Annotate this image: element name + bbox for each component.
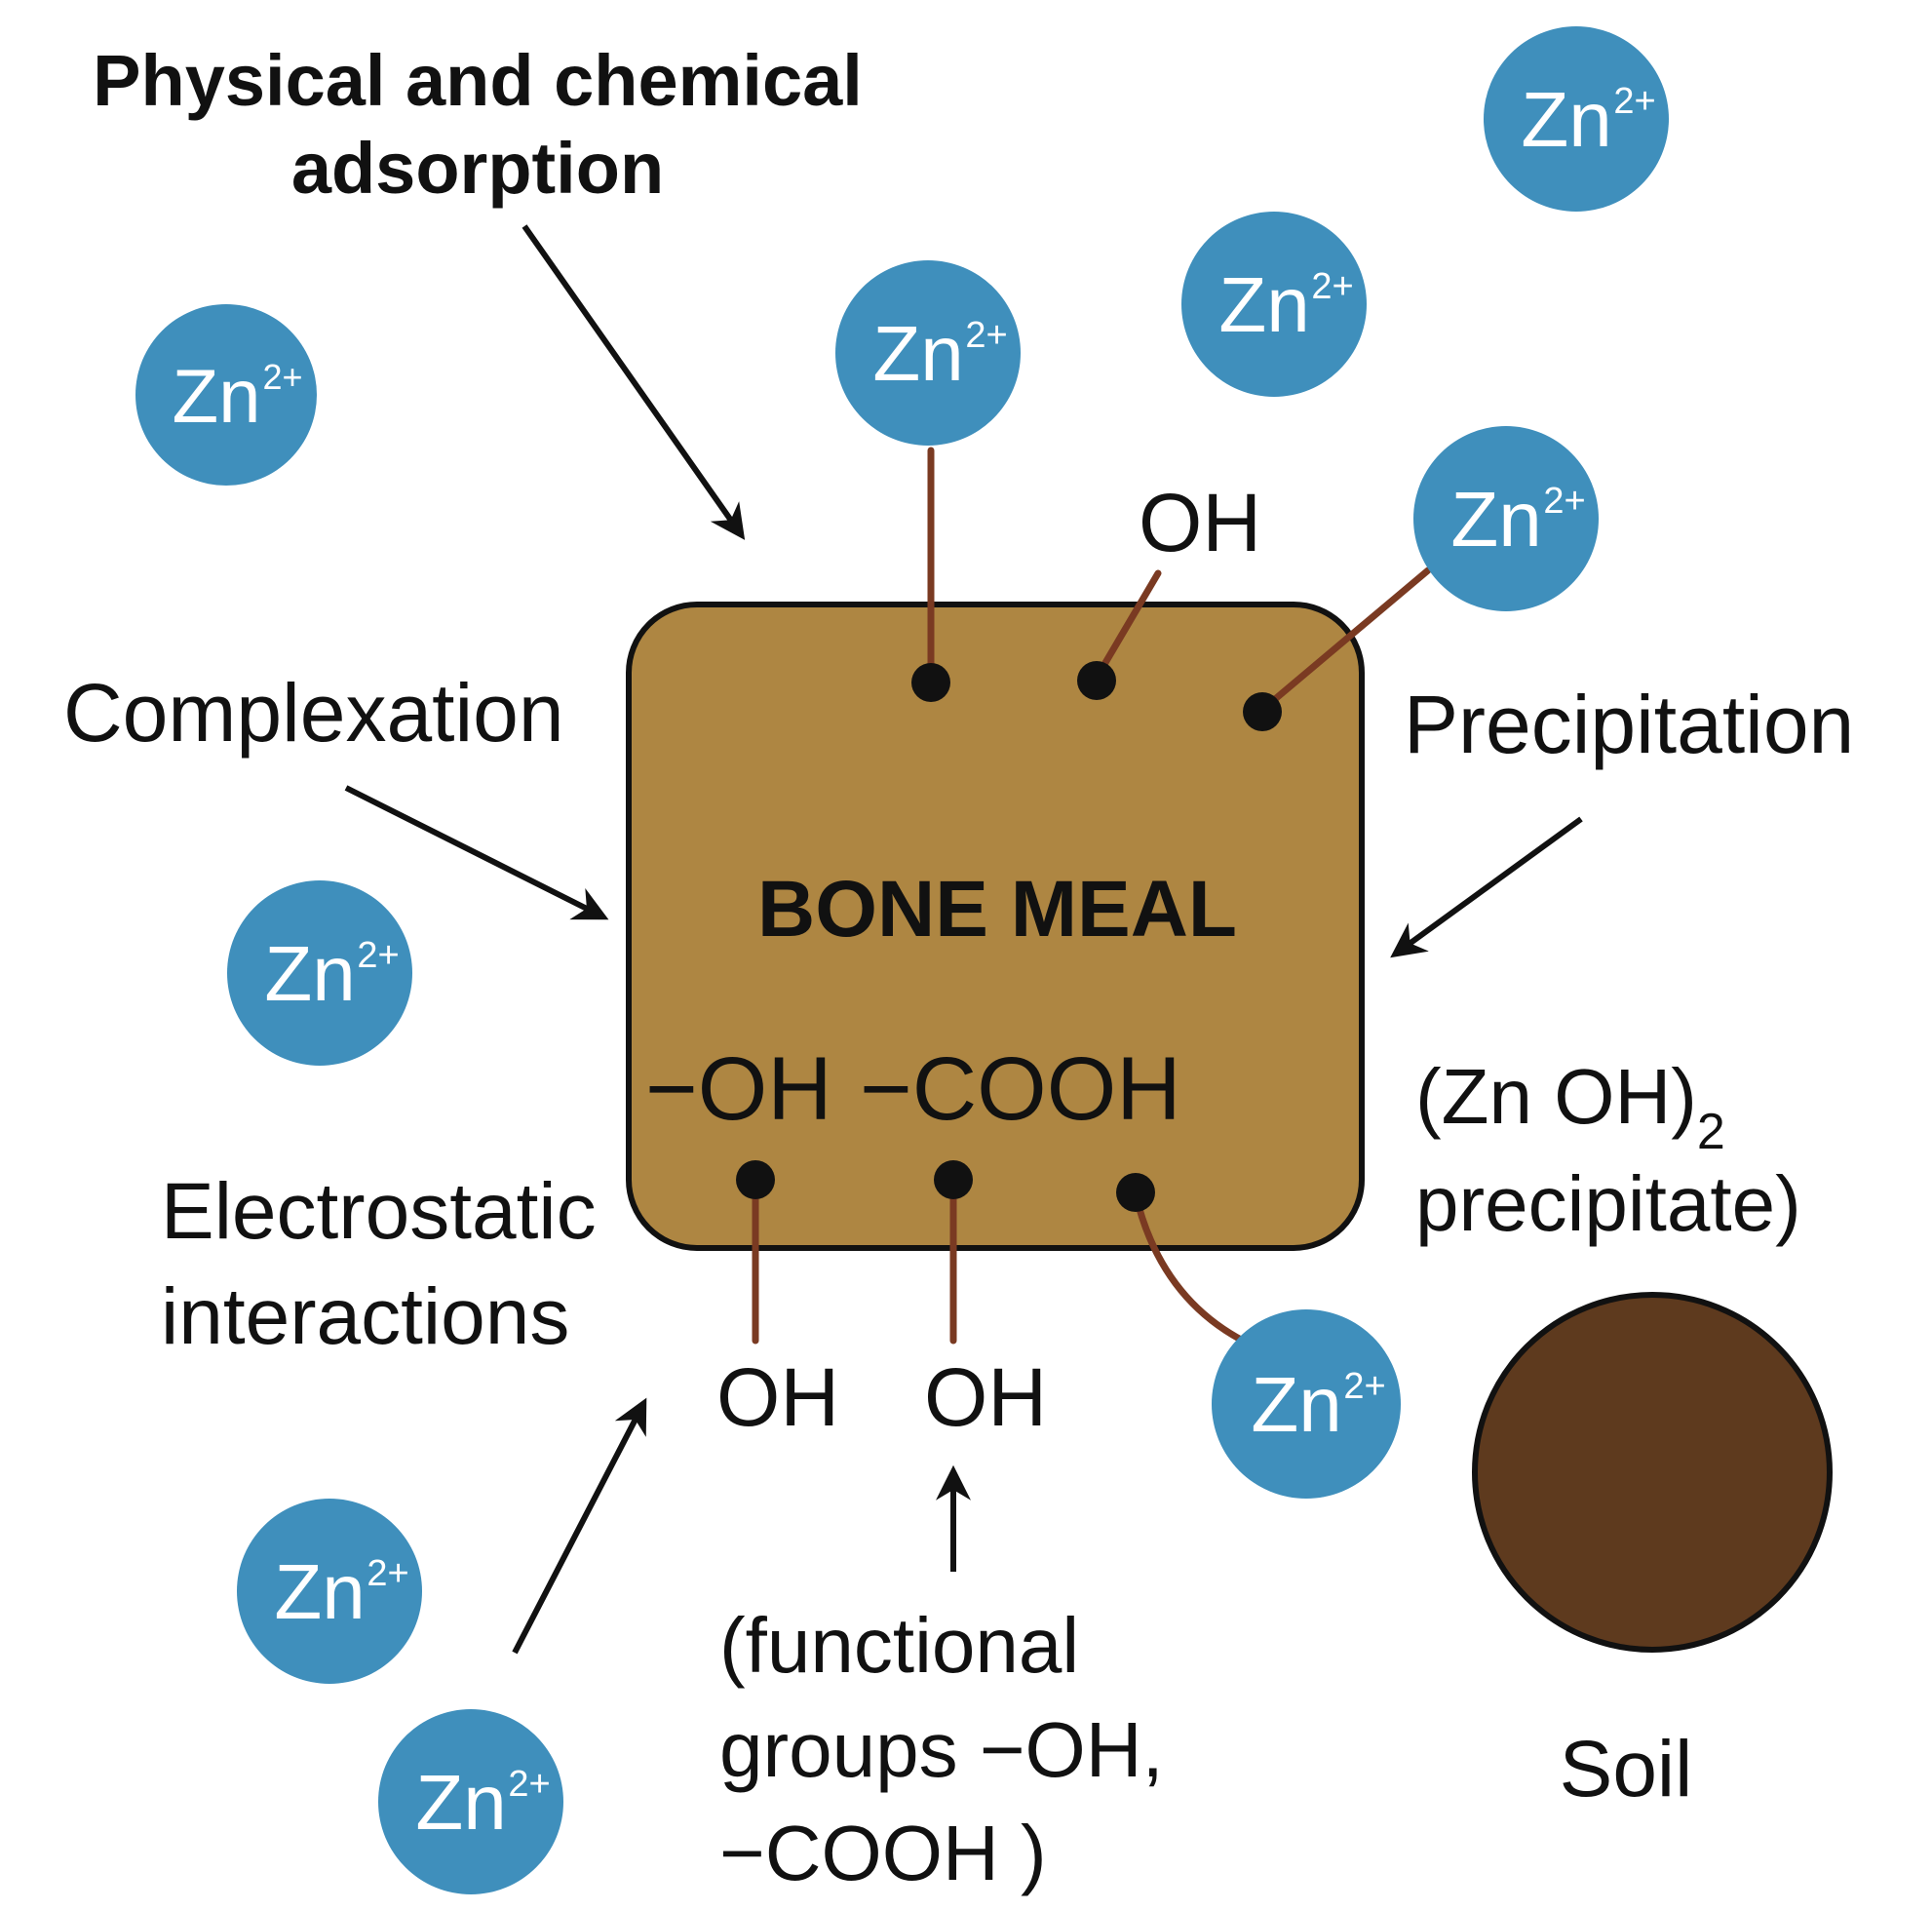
bond-top-oh — [1093, 569, 1162, 682]
zinc-ions: Zn 2+ Zn 2+ Zn 2+ Zn 2+ Zn 2+ Zn 2+ — [135, 26, 1669, 1894]
svg-text:Zn: Zn — [1450, 476, 1541, 563]
adsorption-label-line2: adsorption — [291, 128, 664, 209]
surface-oh-label: −OH — [645, 1039, 832, 1139]
svg-text:Zn: Zn — [1521, 76, 1611, 163]
svg-text:Zn: Zn — [1218, 261, 1309, 348]
zinc-ion-icon: Zn 2+ — [1413, 426, 1599, 611]
svg-text:Zn: Zn — [274, 1548, 365, 1635]
svg-text:Zn: Zn — [264, 930, 355, 1017]
svg-text:2+: 2+ — [965, 315, 1007, 356]
arrow-icon — [1390, 816, 1583, 958]
svg-text:2+: 2+ — [357, 935, 399, 976]
precipitation-label: Precipitation — [1404, 679, 1854, 770]
functional-groups-label-line1: (functional — [719, 1602, 1079, 1689]
site-dot — [1077, 661, 1116, 700]
svg-text:2+: 2+ — [1613, 81, 1655, 122]
svg-text:Zn: Zn — [415, 1759, 506, 1846]
oh-bottom-label-1: OH — [716, 1351, 839, 1443]
oh-top-label: OH — [1139, 477, 1261, 568]
zinc-ion-icon: Zn 2+ — [227, 880, 412, 1066]
site-dot — [736, 1160, 775, 1199]
svg-text:Zn: Zn — [1251, 1361, 1341, 1448]
site-dot — [1116, 1173, 1155, 1212]
electrostatic-label-line2: interactions — [161, 1272, 569, 1361]
site-dot — [1243, 692, 1282, 731]
bond-top-right — [1258, 566, 1432, 714]
zinc-ion-icon: Zn 2+ — [378, 1709, 563, 1894]
svg-text:2+: 2+ — [1343, 1366, 1385, 1407]
zinc-ion-icon: Zn 2+ — [135, 304, 317, 486]
zinc-ion-icon: Zn 2+ — [1212, 1309, 1401, 1499]
svg-text:2+: 2+ — [1311, 266, 1353, 307]
arrows — [344, 224, 1583, 1655]
arrow-icon — [344, 785, 609, 920]
functional-groups-label-line3: −COOH ) — [719, 1810, 1047, 1896]
precipitate-label-line2: precipitate) — [1415, 1160, 1801, 1247]
zinc-ion-icon: Zn 2+ — [835, 260, 1021, 446]
soil-particle-icon — [1472, 1292, 1833, 1653]
bone-meal-particle-icon — [626, 602, 1365, 1251]
svg-text:2+: 2+ — [508, 1764, 550, 1805]
zinc-ion-icon: Zn 2+ — [1181, 212, 1367, 397]
arrow-icon — [512, 1397, 647, 1655]
surface-cooh-label: −COOH — [860, 1039, 1181, 1139]
precipitate-label-line1: (Zn OH)2 — [1415, 1053, 1725, 1160]
site-dot — [911, 663, 950, 702]
svg-text:2+: 2+ — [1543, 481, 1585, 522]
svg-text:2+: 2+ — [262, 357, 302, 397]
oh-bottom-label-2: OH — [924, 1351, 1047, 1443]
soil-label: Soil — [1560, 1725, 1693, 1814]
surface-sites — [736, 661, 1282, 1212]
arrow-icon — [522, 224, 746, 540]
bond-bottom-right — [1132, 1190, 1247, 1345]
electrostatic-label-line1: Electrostatic — [161, 1167, 597, 1256]
svg-text:Zn: Zn — [872, 310, 963, 397]
functional-groups-label-line2: groups −OH, — [719, 1706, 1164, 1793]
svg-text:Zn: Zn — [172, 353, 260, 439]
svg-text:2+: 2+ — [367, 1553, 408, 1594]
zinc-ion-icon: Zn 2+ — [237, 1499, 422, 1684]
adsorption-label-line1: Physical and chemical — [93, 40, 863, 121]
bond-lines — [752, 447, 1432, 1345]
bone-meal-label: BONE MEAL — [757, 865, 1237, 954]
site-dot — [934, 1160, 973, 1199]
zinc-ion-icon: Zn 2+ — [1484, 26, 1669, 212]
complexation-label: Complexation — [63, 667, 564, 759]
